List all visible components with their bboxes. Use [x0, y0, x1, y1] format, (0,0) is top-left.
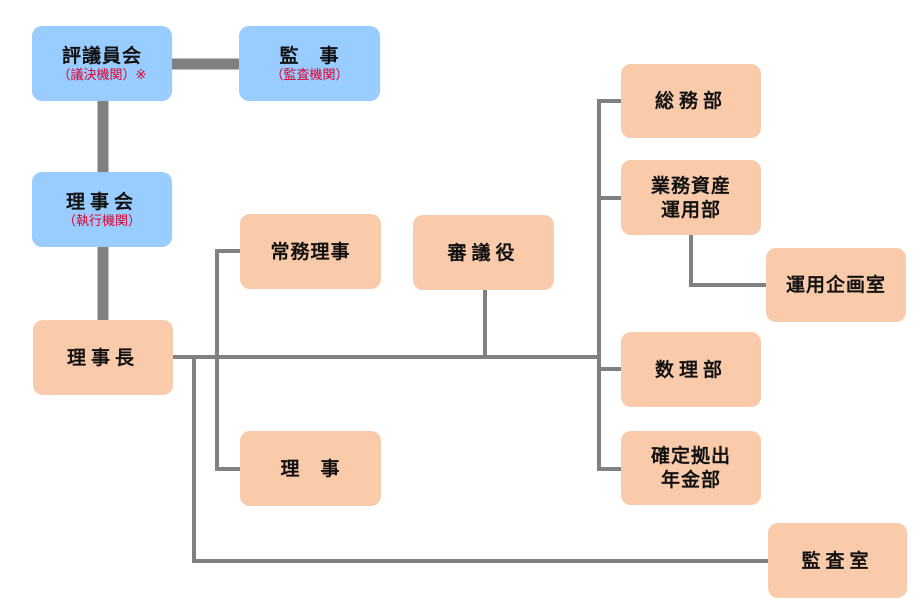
auditor-note: （監査機関）: [270, 67, 349, 83]
connector-directors: [215, 249, 240, 471]
connector-audit-office: [192, 357, 768, 563]
dc-pension-dept-title: 確定拠出 年金部: [650, 445, 731, 491]
dc-pension-dept-box: 確定拠出 年金部: [621, 431, 761, 505]
counselor-title: 審議役: [447, 241, 520, 264]
connector-departments: [597, 99, 621, 471]
planning-office-box: 運用企画室: [766, 248, 906, 322]
president-title: 理事長: [66, 346, 139, 369]
actuarial-dept-box: 数理部: [621, 332, 761, 407]
council-title: 評議員会: [61, 44, 142, 67]
council-box: 評議員会 （議決機関）※: [32, 26, 172, 101]
council-note: （議決機関）※: [57, 67, 147, 83]
investment-dept-title: 業務資産 運用部: [650, 174, 731, 221]
audit-office-title: 監査室: [801, 549, 874, 572]
connector-planning-office: [689, 235, 767, 287]
president-box: 理事長: [33, 320, 173, 395]
investment-dept-box: 業務資産 運用部: [621, 160, 761, 235]
counselor-box: 審議役: [413, 215, 554, 290]
board-title: 理事会: [65, 190, 138, 213]
director-box: 理 事: [240, 431, 381, 506]
actuarial-dept-title: 数理部: [654, 358, 727, 381]
auditor-title: 監 事: [279, 44, 340, 67]
auditor-box: 監 事 （監査機関）: [239, 26, 380, 101]
planning-office-title: 運用企画室: [785, 274, 886, 296]
managing-director-title: 常務理事: [270, 240, 351, 263]
board-note: （執行機関）: [62, 213, 141, 229]
managing-director-box: 常務理事: [240, 214, 381, 289]
director-title: 理 事: [280, 457, 341, 480]
general-affairs-box: 総務部: [621, 64, 761, 138]
audit-office-box: 監査室: [768, 523, 907, 598]
general-affairs-title: 総務部: [654, 90, 727, 112]
board-box: 理事会 （執行機関）: [32, 172, 172, 247]
